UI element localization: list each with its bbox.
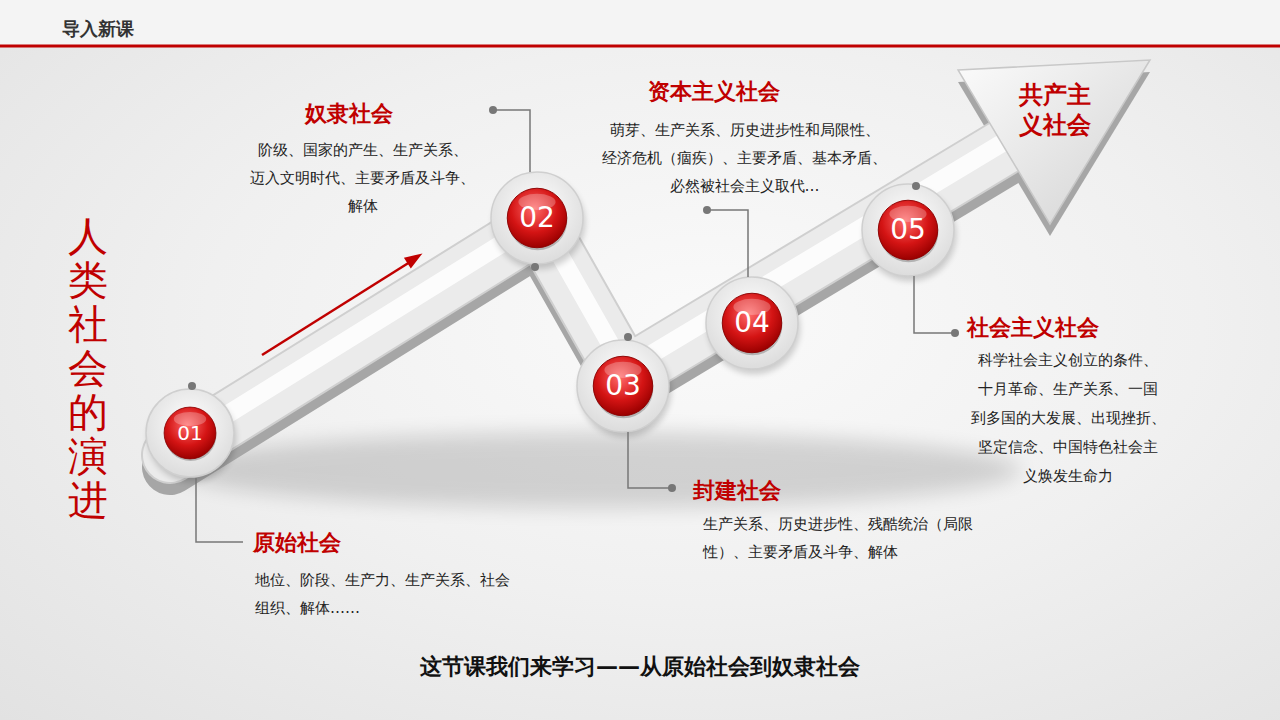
caption: 这节课我们来学习——从原始社会到奴隶社会 <box>0 652 1280 682</box>
circle-fill <box>507 188 567 248</box>
direction-arrowhead <box>406 255 421 267</box>
stage-number-circle: 04 <box>721 292 783 354</box>
header-rule <box>0 45 1280 48</box>
leader-lines <box>196 110 955 542</box>
leader-line <box>914 276 955 333</box>
leader-line <box>196 478 243 542</box>
leader-line <box>493 110 530 172</box>
leader-dots <box>188 106 959 492</box>
header-band <box>0 0 1280 45</box>
stage-number-circle: 02 <box>506 187 568 249</box>
leader-line <box>628 432 672 488</box>
leader-dot <box>531 263 539 271</box>
arrow-highlight <box>170 142 1004 450</box>
ring <box>706 277 798 369</box>
leader-dot <box>912 182 920 190</box>
circle-fill <box>164 407 216 459</box>
stage-heading: 封建社会 <box>693 477 781 506</box>
stage-description: 生产关系、历史进步性、残酷统治（局限 性）、主要矛盾及斗争、解体 <box>703 510 981 566</box>
ring <box>146 389 234 477</box>
ring-group <box>146 172 956 482</box>
floor-shadow <box>180 432 1020 508</box>
callout-number: 02 <box>519 203 555 234</box>
direction-arrow <box>262 262 410 355</box>
ring <box>577 340 669 432</box>
ring <box>491 172 583 264</box>
circle-fill <box>593 356 653 416</box>
stage-description: 萌芽、生产关系、历史进步性和局限性、 经济危机（痼疾）、主要矛盾、基本矛盾、 必… <box>598 116 891 200</box>
leader-line <box>707 210 748 277</box>
stage-heading: 资本主义社会 <box>648 78 780 107</box>
stage-heading: 社会主义社会 <box>967 314 1099 343</box>
stage-number-circle: 03 <box>592 355 654 417</box>
callout-number: 04 <box>734 308 770 339</box>
circle-fill <box>878 200 938 260</box>
ring <box>862 184 954 276</box>
arrowhead-label: 共产主 义社会 <box>1014 80 1096 140</box>
stage-number-circle: 01 <box>163 406 217 460</box>
leader-dot <box>668 484 676 492</box>
leader-dot <box>703 206 711 214</box>
circle-fill <box>722 293 782 353</box>
stage-heading: 原始社会 <box>253 529 341 558</box>
leader-dot <box>489 106 497 114</box>
callout-number: 03 <box>605 371 641 402</box>
stage-number-circle: 05 <box>877 199 939 261</box>
vertical-title: 人类社会的演进 <box>68 214 108 522</box>
header-label: 导入新课 <box>62 17 134 40</box>
arrowhead <box>958 60 1150 224</box>
leader-dot <box>624 333 632 341</box>
stage-heading: 奴隶社会 <box>305 100 393 129</box>
stage-description: 科学社会主义创立的条件、 十月革命、生产关系、一国 到多国的大发展、出现挫折、 … <box>964 346 1172 491</box>
stage-description: 地位、阶段、生产力、生产关系、社会 组织、解体…… <box>255 566 520 622</box>
leader-dot <box>188 382 196 390</box>
leader-dot <box>951 329 959 337</box>
stage-description: 阶级、国家的产生、生产关系、 迈入文明时代、主要矛盾及斗争、 解体 <box>246 136 479 220</box>
callout-number: 05 <box>890 215 926 246</box>
callout-number: 01 <box>177 422 202 444</box>
